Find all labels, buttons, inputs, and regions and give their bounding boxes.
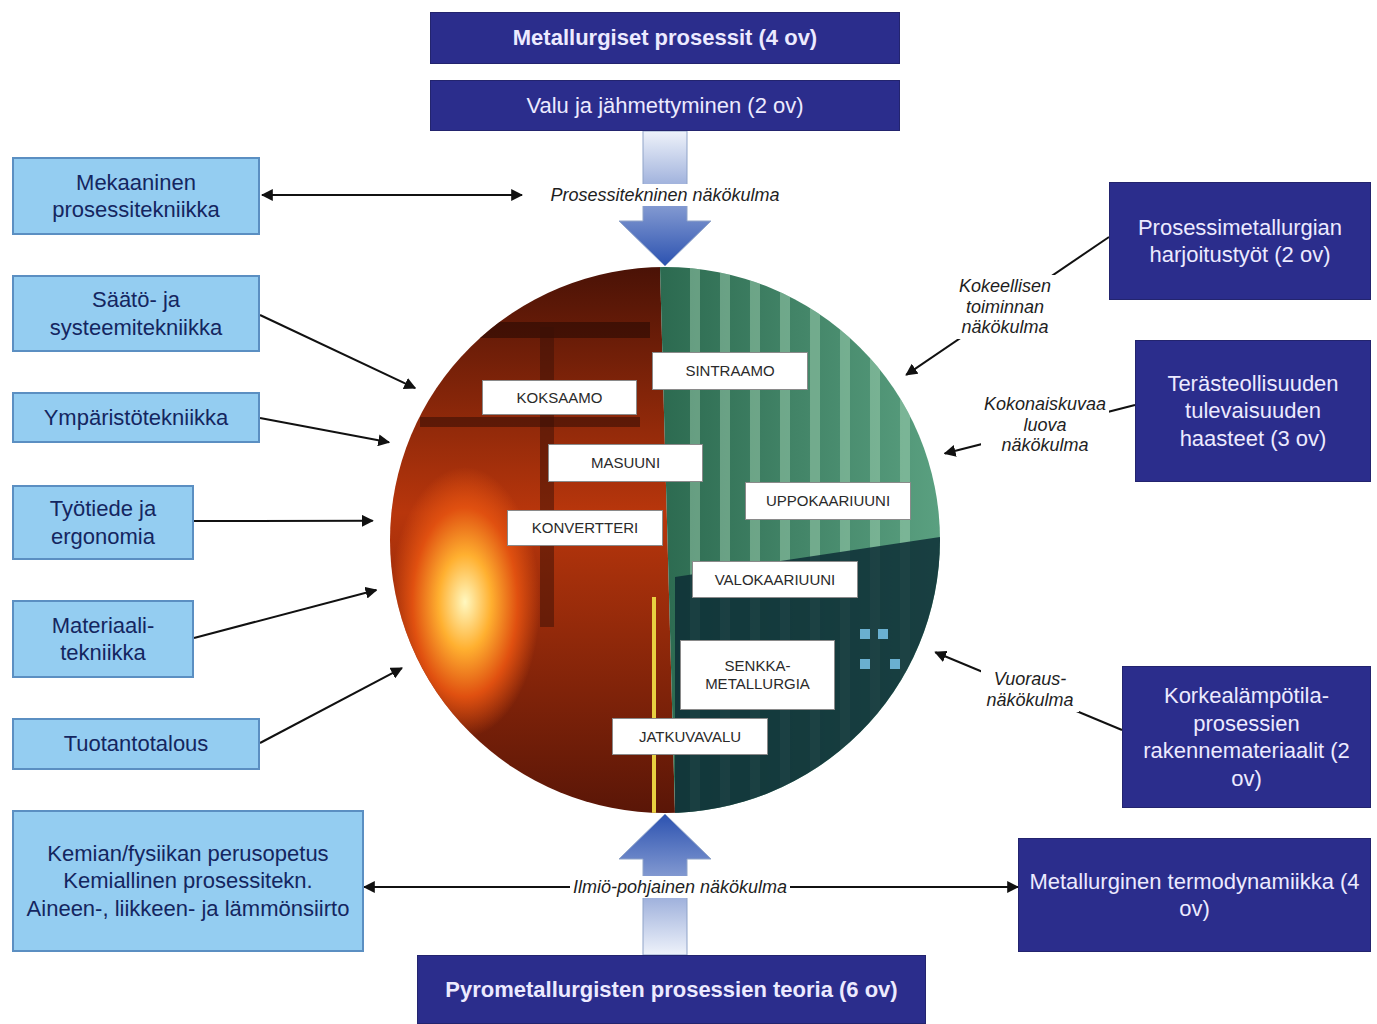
- course-box: Prosessimetallurgian harjoitustyöt (2 ov…: [1109, 182, 1371, 300]
- box-text: SINTRAAMO: [657, 362, 803, 380]
- process-label: MASUUNI: [548, 444, 703, 482]
- subject-box: Säätö- ja systeemitekniikka: [12, 275, 260, 352]
- shadow: [675, 537, 940, 813]
- leader-arrow: [262, 194, 522, 196]
- process-label: KOKSAAMO: [482, 380, 637, 415]
- beam: [420, 417, 640, 427]
- box-text: Aineen-, liikkeen- ja lämmönsiirto: [22, 895, 354, 923]
- light: [890, 659, 900, 669]
- box-text: Tuotantotalous: [22, 730, 250, 758]
- box-text: KONVERTTERI: [512, 519, 658, 537]
- box-text: Työtiede ja ergonomia: [22, 495, 184, 550]
- process-label: JATKUVAVALU: [612, 718, 768, 755]
- arrow-line: [260, 315, 415, 388]
- arrow-line: [194, 590, 376, 638]
- edge-label: Kokonaiskuvaa luova näkökulma: [981, 393, 1109, 457]
- yellow-rail: [652, 597, 656, 813]
- subject-box: Mekaaninen prosessitekniikka: [12, 157, 260, 235]
- box-text: Terästeollisuuden tulevaisuuden haasteet…: [1146, 370, 1360, 453]
- arrow-line: [260, 668, 402, 743]
- course-box: Terästeollisuuden tulevaisuuden haasteet…: [1135, 340, 1371, 482]
- box-text: Metallurginen termodynamiikka (4 ov): [1029, 868, 1360, 923]
- box-text: Kemiallinen prosessitekn.: [22, 867, 354, 895]
- light: [878, 629, 888, 639]
- box-text: Mekaaninen prosessitekniikka: [22, 169, 250, 224]
- arrow-line: [906, 237, 1109, 375]
- box-text: Säätö- ja systeemitekniikka: [22, 286, 250, 341]
- subject-box: Työtiede ja ergonomia: [12, 485, 194, 560]
- box-text: Materiaali- tekniikka: [22, 612, 184, 667]
- process-label: SINTRAAMO: [652, 352, 808, 390]
- subject-box: Ympäristötekniikka: [12, 392, 260, 443]
- process-label: UPPOKAARIUUNI: [745, 482, 911, 520]
- flame: [390, 467, 540, 737]
- box-text: Kemian/fysiikan perusopetus: [22, 840, 354, 868]
- stripe: [870, 267, 880, 813]
- box-text: Metallurgiset prosessit (4 ov): [441, 24, 889, 52]
- edge-label: Prosessitekninen näkökulma: [547, 184, 782, 207]
- photo-group: [390, 267, 940, 813]
- box-text: VALOKAARIUUNI: [697, 571, 853, 589]
- box-text: Pyrometallurgisten prosessien teoria (6 …: [428, 976, 915, 1004]
- box-text: SENKKA- METALLURGIA: [685, 657, 830, 693]
- box-text: Korkealämpötila- prosessien rakennemater…: [1133, 682, 1360, 792]
- edge-label: Ilmiö-pohjainen näkökulma: [570, 876, 790, 899]
- box-text: UPPOKAARIUUNI: [750, 492, 906, 510]
- process-label: SENKKA- METALLURGIA: [680, 640, 835, 710]
- arrow-line: [194, 520, 373, 522]
- light: [860, 629, 870, 639]
- light: [860, 659, 870, 669]
- course-box: Pyrometallurgisten prosessien teoria (6 …: [417, 955, 926, 1024]
- edge-label: Vuoraus- näkökulma: [981, 668, 1079, 711]
- box-text: Ympäristötekniikka: [22, 404, 250, 432]
- edge-label: Kokeellisen toiminnan näkökulma: [945, 275, 1065, 339]
- box-text: KOKSAAMO: [487, 389, 632, 407]
- box-text: JATKUVAVALU: [617, 728, 763, 746]
- box-text: Prosessimetallurgian harjoitustyöt (2 ov…: [1120, 214, 1360, 269]
- process-label: KONVERTTERI: [507, 510, 663, 546]
- beam: [400, 322, 650, 338]
- arrow-line: [935, 652, 1122, 730]
- course-box: Korkealämpötila- prosessien rakennemater…: [1122, 666, 1371, 808]
- subject-box: Tuotantotalous: [12, 718, 260, 770]
- stripe: [900, 267, 910, 813]
- course-box: Metallurginen termodynamiikka (4 ov): [1018, 838, 1371, 952]
- arrow-line: [260, 418, 389, 442]
- box-text: MASUUNI: [553, 454, 698, 472]
- course-box: Valu ja jähmettyminen (2 ov): [430, 80, 900, 131]
- process-label: VALOKAARIUUNI: [692, 561, 858, 598]
- box-text: Valu ja jähmettyminen (2 ov): [441, 92, 889, 120]
- subject-box: Kemian/fysiikan perusopetusKemiallinen p…: [12, 810, 364, 952]
- course-box: Metallurgiset prosessit (4 ov): [430, 12, 900, 64]
- subject-box: Materiaali- tekniikka: [12, 600, 194, 678]
- process-circle: KOKSAAMO SINTRAAMO MASUUNI UPPOKAARIUUNI KON…: [390, 267, 940, 813]
